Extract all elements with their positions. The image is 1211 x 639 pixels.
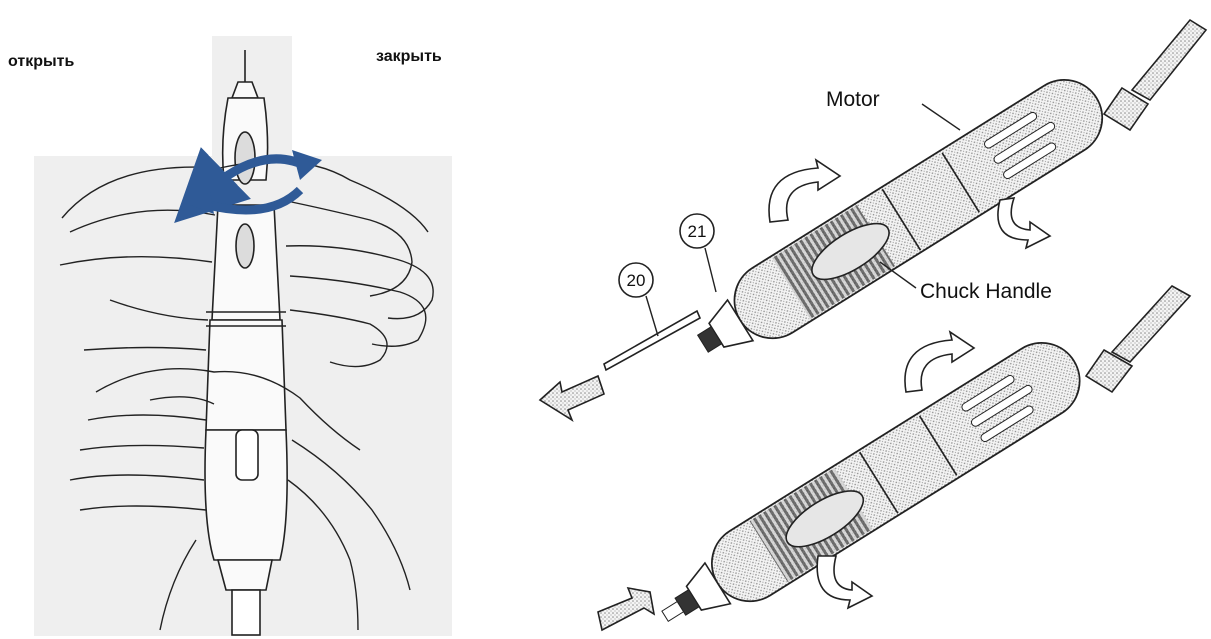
direction-arrow-icon [540,376,604,420]
motor-callout: Motor [826,88,960,130]
part-21-callout: 21 [680,214,716,292]
cord-bottom [1086,286,1190,392]
handpiece-bottom [645,329,1094,639]
part-21-label: 21 [688,222,707,241]
direction-arrow-icon [598,588,654,630]
part-20-label: 20 [627,271,646,290]
left-illustration [34,36,452,636]
motor-label: Motor [826,88,880,111]
bit-20 [604,311,700,370]
chuck-handle-callout: Chuck Handle [880,262,1052,303]
handpiece-top [683,66,1117,376]
chuck-handle-label: Chuck Handle [920,280,1052,303]
part-20-callout: 20 [619,263,658,336]
cord-top [1104,20,1206,130]
tool-bottom [598,286,1190,639]
